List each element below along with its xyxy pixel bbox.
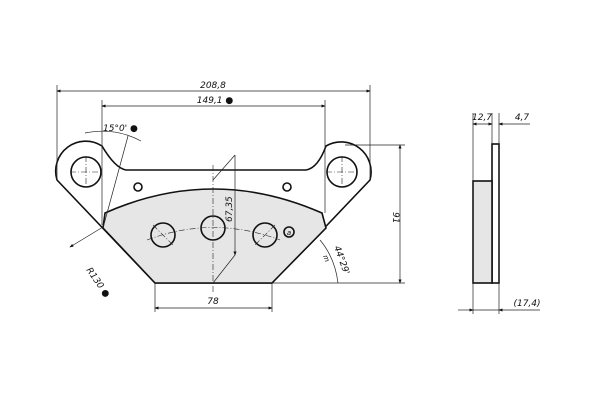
label-a-circle <box>283 226 295 238</box>
dim-angle-side: 44°29' <box>331 245 351 277</box>
dim-friction-thickness: 12,7 <box>472 113 492 123</box>
dim-bottom-width: 78 <box>207 297 219 307</box>
dim-center-height: 67,35 <box>225 196 235 222</box>
side-backing-plate <box>491 143 500 284</box>
dim-radius: R130 ● <box>84 266 112 300</box>
center-lines <box>70 156 358 292</box>
pad-hole-left <box>150 222 176 248</box>
side-mark: m <box>321 254 331 263</box>
backing-plate-outline <box>54 140 372 284</box>
pad-hole-right <box>252 222 278 248</box>
dim-plate-thickness: 4,7 <box>515 113 530 123</box>
dim-angle-top: 15°0' ● <box>103 124 138 134</box>
dim-hole-spacing: 149,1 ● <box>197 96 234 106</box>
friction-material <box>102 188 327 284</box>
dim-overall-width: 208,8 <box>200 81 226 91</box>
label-a: a <box>287 229 291 237</box>
dim-height: 91 <box>390 212 400 223</box>
small-hole-right <box>282 182 292 192</box>
small-hole-left <box>133 182 143 192</box>
dim-total-thickness: (17,4) <box>513 299 540 309</box>
side-friction-material <box>472 180 493 284</box>
